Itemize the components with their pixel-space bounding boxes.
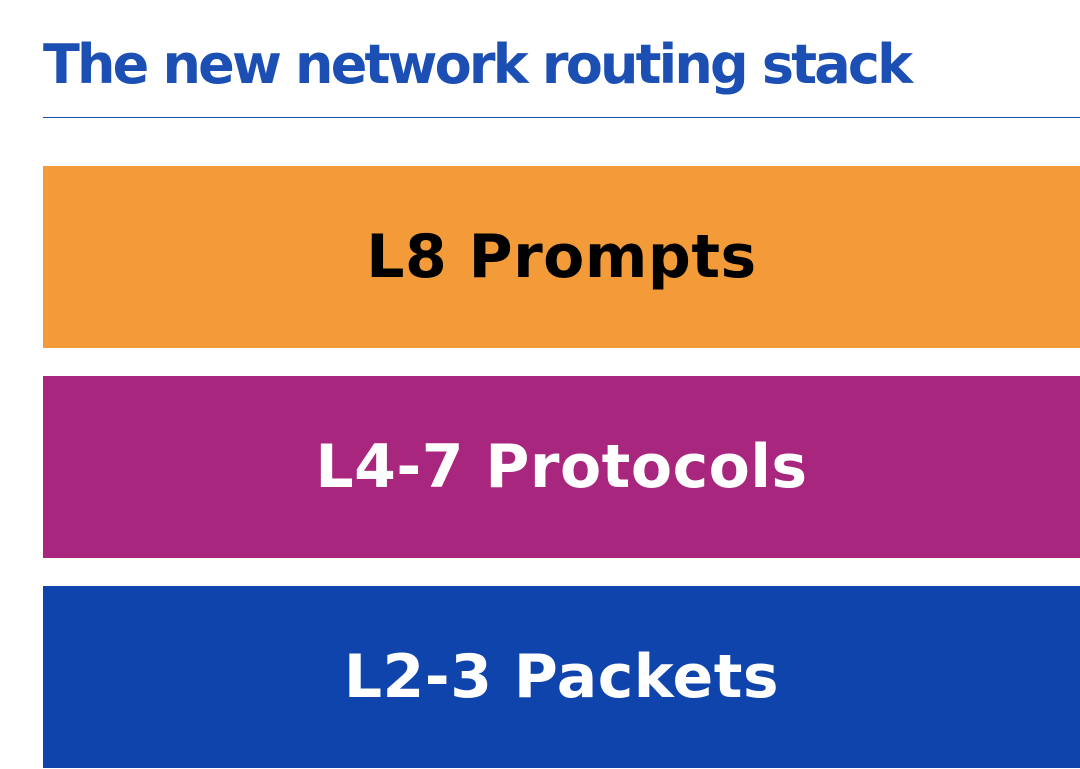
layer-label-packets: L2-3 Packets	[343, 642, 780, 712]
layer-label-protocols: L4-7 Protocols	[315, 432, 808, 502]
layer-block-packets: L2-3 Packets	[43, 586, 1080, 768]
layer-label-prompts: L8 Prompts	[366, 222, 757, 292]
layer-block-protocols: L4-7 Protocols	[43, 376, 1080, 558]
title-divider	[43, 117, 1080, 118]
layer-block-prompts: L8 Prompts	[43, 166, 1080, 348]
slide-title: The new network routing stack	[43, 33, 913, 96]
